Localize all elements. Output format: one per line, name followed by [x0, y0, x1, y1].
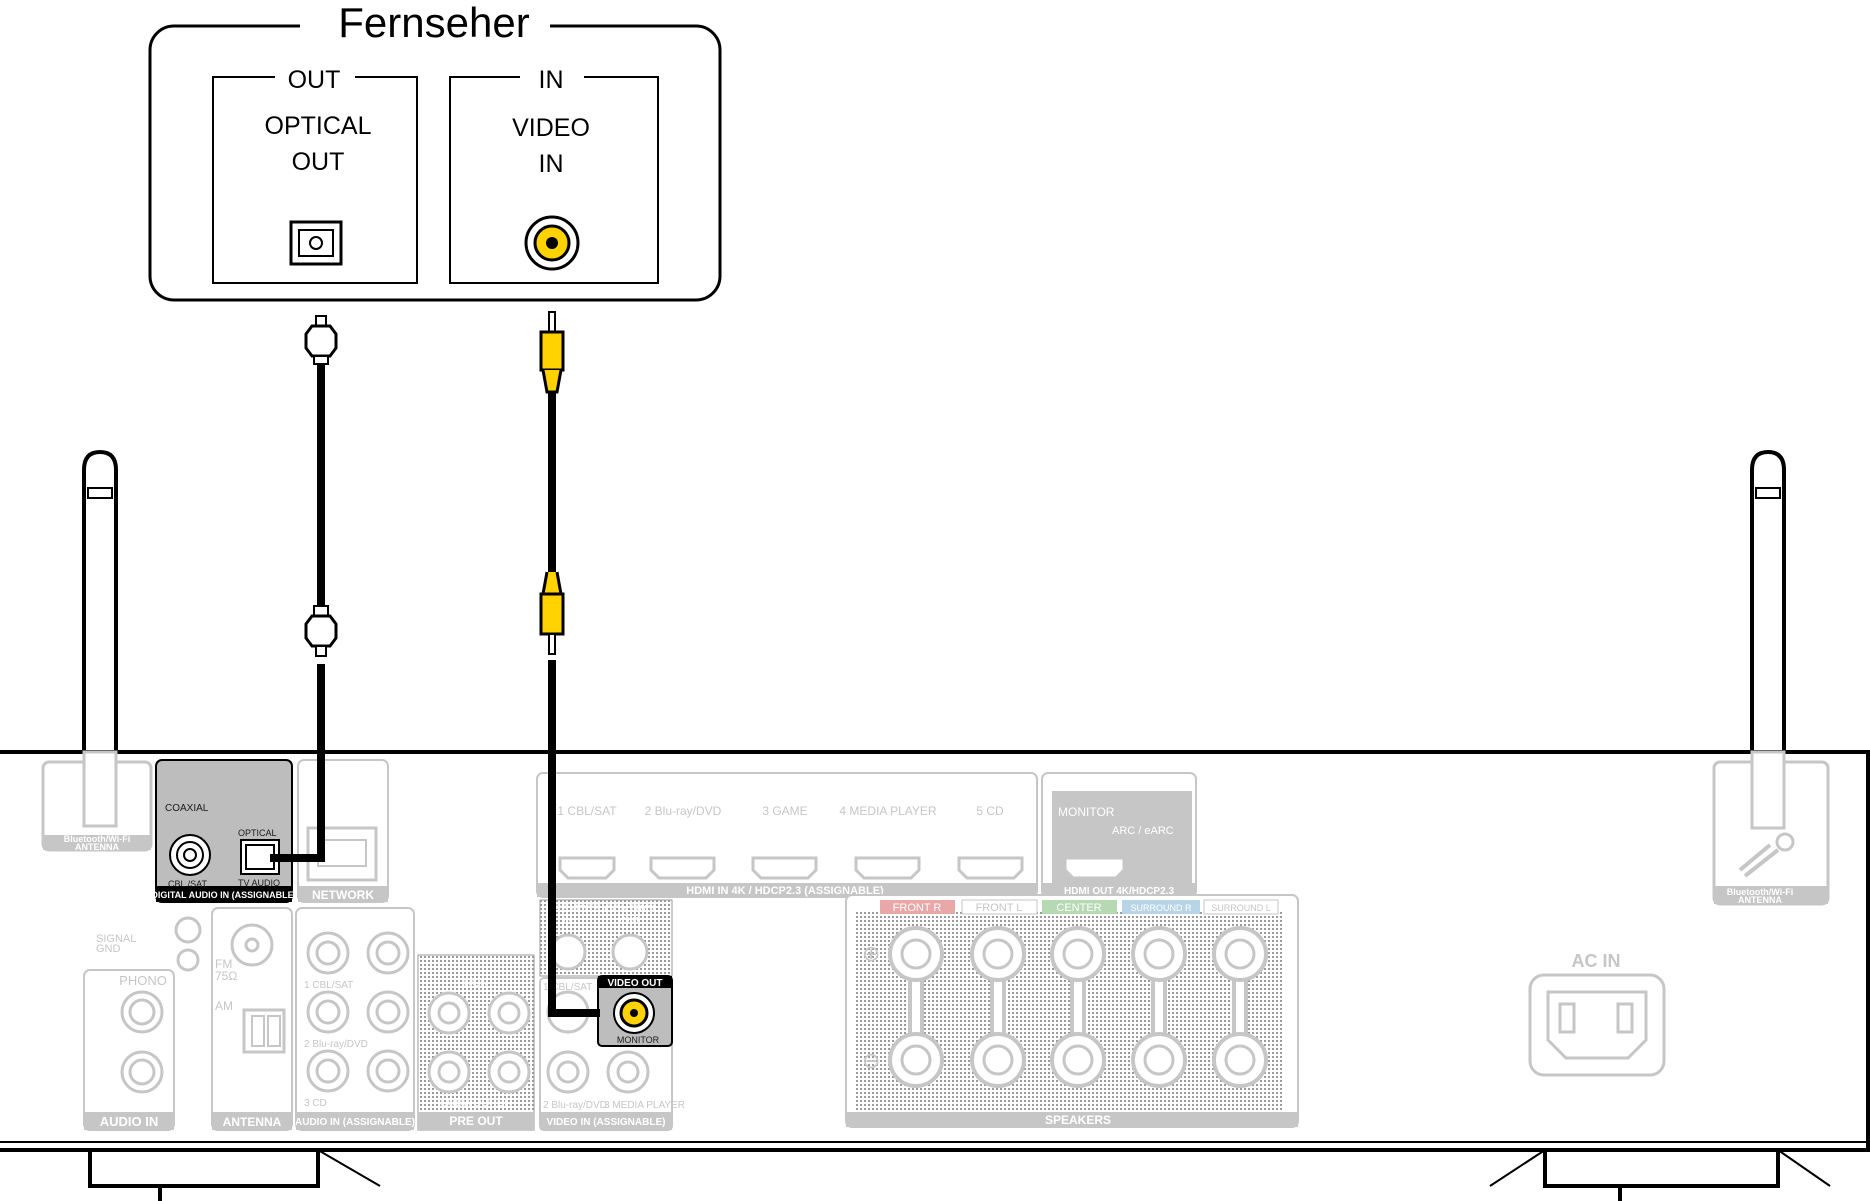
ac-in-label: AC IN — [1572, 951, 1621, 971]
arc-earc-label: ARC / eARC — [1112, 825, 1174, 837]
video-cable — [539, 311, 600, 1017]
remote-out-label: OUT — [619, 916, 640, 927]
hdmi-in-4-port[interactable] — [854, 856, 921, 880]
audio-in-source-1: 1 CBL/SAT — [304, 980, 353, 991]
hdmi-out-label: HDMI OUT 4K/HDCP2.3 — [1064, 886, 1174, 897]
ac-in-panel: AC IN — [1528, 951, 1666, 1077]
hdmi-out-port[interactable] — [1063, 856, 1126, 880]
tv-audio-label: TV AUDIO — [238, 878, 280, 888]
hdmi-in-3-label: 3 GAME — [762, 804, 807, 818]
rca-plug-top — [539, 311, 565, 394]
network-panel: NETWORK — [297, 759, 389, 903]
tv-video-label-2: IN — [539, 150, 564, 178]
coaxial-label: COAXIAL — [165, 803, 209, 814]
antenna-left-label-2: ANTENNA — [75, 842, 119, 852]
audio-in-assignable-panel: 1 CBL/SAT 2 Blu-ray/DVD 3 CD AUDIO IN (A… — [295, 907, 415, 1131]
antenna-right-label: Bluetooth/Wi-Fi — [1727, 887, 1793, 897]
tv-title: Fernseher — [338, 0, 529, 46]
video-out-monitor-jack[interactable] — [613, 992, 655, 1034]
speaker-surround-l-label: SURROUND L — [1211, 903, 1271, 913]
audio-in-assignable-label: AUDIO IN (ASSIGNABLE) — [295, 1117, 415, 1128]
am-label: AM — [215, 999, 233, 1013]
hdmi-in-label: HDMI IN 4K / HDCP2.3 (ASSIGNABLE) — [686, 885, 884, 897]
optical-label: OPTICAL — [238, 828, 277, 838]
video-in-assignable-label: VIDEO IN (ASSIGNABLE) — [547, 1117, 666, 1128]
speaker-front-r-label: FRONT R — [893, 902, 942, 914]
tv-out-panel: OUT OPTICAL OUT — [212, 65, 418, 284]
speaker-front-l-label: FRONT L — [976, 902, 1023, 914]
video-in-source-2: 2 Blu-ray/DVD — [543, 1100, 607, 1111]
hdmi-in-5-port[interactable] — [957, 856, 1024, 880]
pre-out-panel: FRONT SUBWOOFER PRE OUT — [417, 954, 535, 1131]
tv-optical-label-2: OUT — [292, 148, 345, 176]
optical-plug-bottom — [304, 605, 338, 657]
signal-gnd-label-2: GND — [96, 943, 121, 955]
hdmi-in-1-label: 1 CBL/SAT — [557, 804, 617, 818]
speakers-panel: FRONT R FRONT L CENTER SURROUND R SURROU… — [845, 894, 1299, 1128]
hdmi-in-2-port[interactable] — [649, 856, 716, 880]
audio-in-source-3: 3 CD — [304, 1098, 327, 1109]
digital-audio-in-panel: DIGITAL AUDIO IN (ASSIGNABLE) COAXIAL CB… — [151, 759, 297, 903]
tv-video-in-jack[interactable] — [524, 215, 580, 271]
signal-gnd-label: SIGNAL — [96, 933, 136, 945]
hdmi-in-2-label: 2 Blu-ray/DVD — [645, 804, 722, 818]
tv-in-panel: IN VIDEO IN — [449, 65, 659, 284]
remote-in-label: IN — [563, 916, 573, 927]
pre-out-label: PRE OUT — [449, 1114, 503, 1128]
coaxial-source-label: CBL /SAT — [168, 879, 208, 889]
speaker-center-label: CENTER — [1056, 902, 1101, 914]
tv-optical-out-jack[interactable] — [289, 220, 343, 266]
fm-am-antenna-panel: FM 75Ω AM ANTENNA — [211, 907, 293, 1131]
hdmi-in-4-label: 4 MEDIA PLAYER — [839, 804, 936, 818]
tv-optical-label: OPTICAL — [265, 112, 372, 140]
tv-video-label: VIDEO — [512, 114, 590, 142]
antenna-right-label-2: ANTENNA — [1738, 895, 1782, 905]
video-in-source-1: 1 CBL/SAT — [543, 982, 592, 993]
network-label: NETWORK — [312, 888, 374, 902]
speakers-label: SPEAKERS — [1045, 1113, 1111, 1127]
antenna-label: ANTENNA — [223, 1115, 282, 1129]
tv-in-group-label: IN — [539, 66, 564, 94]
antenna-left-base: Bluetooth/Wi-Fi ANTENNA — [41, 750, 153, 852]
optical-cable — [270, 315, 338, 862]
antenna-left-label: Bluetooth/Wi-Fi — [64, 834, 130, 844]
antenna-right — [1750, 449, 1786, 760]
rca-plug-bottom — [539, 571, 565, 655]
phono-label: PHONO — [119, 973, 167, 988]
fm-label: FM — [215, 957, 232, 971]
audio-in-label: AUDIO IN — [100, 1114, 159, 1129]
hdmi-monitor-label: MONITOR — [1058, 805, 1115, 819]
hdmi-in-3-port[interactable] — [751, 856, 818, 880]
remote-control-label: REMOTE CONTROL — [554, 903, 658, 915]
antenna-left — [82, 449, 118, 760]
tv-out-group-label: OUT — [288, 66, 341, 94]
video-out-label: VIDEO OUT — [607, 978, 662, 989]
phono-panel: SIGNAL GND PHONO AUDIO IN — [83, 916, 202, 1131]
speaker-surround-r-label: SURROUND R — [1130, 903, 1192, 913]
hdmi-in-panel: HDMI IN 4K / HDCP2.3 (ASSIGNABLE) 1 CBL/… — [536, 772, 1038, 898]
subwoofer-label: SUBWOOFER — [440, 1097, 512, 1109]
hdmi-out-panel: MONITOR ARC / eARC HDMI OUT 4K/HDCP2.3 — [1041, 772, 1197, 898]
audio-in-source-2: 2 Blu-ray/DVD — [304, 1039, 368, 1050]
fm-ohm-label: 75Ω — [215, 969, 237, 983]
hdmi-in-5-label: 5 CD — [976, 804, 1004, 818]
video-out-monitor-panel: VIDEO OUT MONITOR — [597, 975, 673, 1047]
antenna-right-base: Bluetooth/Wi-Fi ANTENNA — [1712, 750, 1830, 906]
tv-device: Fernseher OUT OPTICAL OUT IN VIDEO IN — [148, 0, 722, 302]
hdmi-in-1-port[interactable] — [558, 856, 616, 880]
video-out-monitor-label: MONITOR — [617, 1035, 660, 1045]
coaxial-jack[interactable] — [169, 834, 211, 876]
plus-icon: ⊕ — [862, 941, 880, 966]
video-in-source-3: 3 MEDIA PLAYER — [604, 1100, 685, 1111]
optical-plug-top — [304, 315, 338, 365]
pre-out-front-label: FRONT — [457, 977, 495, 989]
minus-icon: ⊖ — [862, 1048, 880, 1073]
remote-control-panel: REMOTE CONTROL IN OUT — [539, 899, 673, 977]
digital-audio-in-label: DIGITAL AUDIO IN (ASSIGNABLE) — [151, 890, 296, 900]
